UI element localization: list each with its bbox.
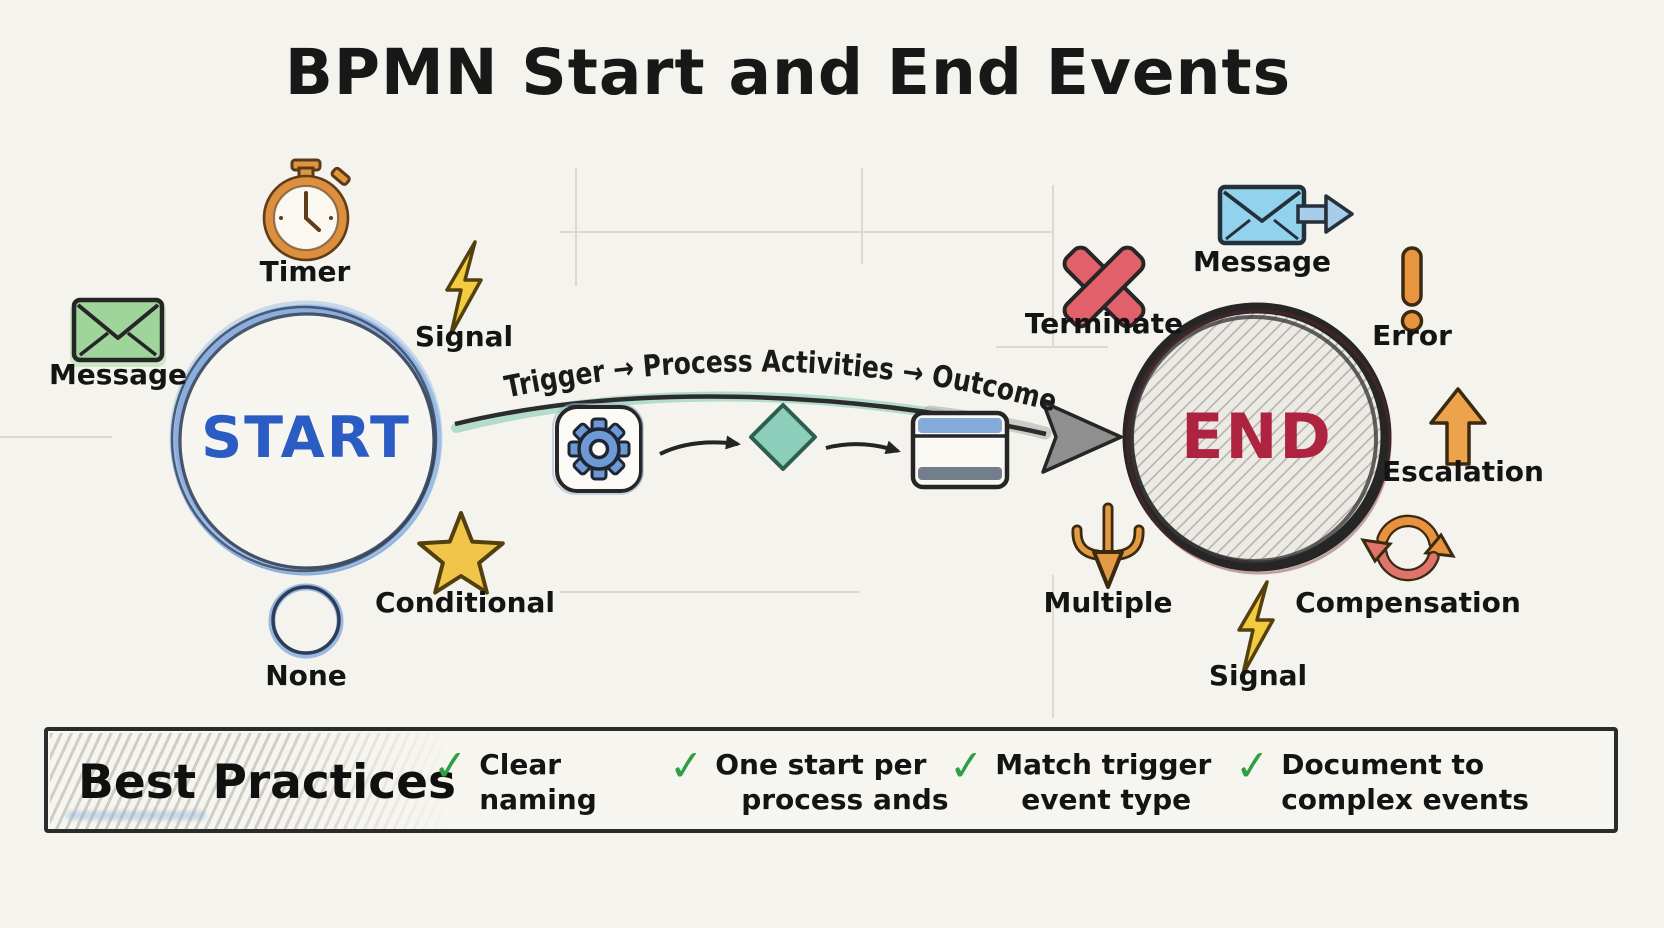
step-arrow xyxy=(659,435,741,456)
hatch-texture xyxy=(50,733,450,829)
timer-stopwatch-icon xyxy=(262,158,351,262)
error-exclamation-icon xyxy=(1400,246,1424,333)
label-compensation: Compensation xyxy=(1295,586,1521,619)
start-event-circle xyxy=(169,300,443,576)
best-practice-item: ✓ Clear naming xyxy=(431,739,597,817)
label-signal-start: Signal xyxy=(414,320,514,353)
check-icon: ✓ xyxy=(431,739,470,792)
best-practice-text: Match trigger xyxy=(995,748,1212,781)
grid-line xyxy=(1052,185,1054,348)
message-throw-envelope-icon xyxy=(1217,184,1354,246)
label-message-end: Message xyxy=(1192,245,1332,278)
page-title: BPMN Start and End Events xyxy=(284,36,1292,109)
best-practice-item: ✓ Match trigger event type xyxy=(947,739,1212,817)
blue-smudge xyxy=(66,811,206,820)
grid-line xyxy=(861,168,863,264)
label-escalation: Escalation xyxy=(1382,455,1544,488)
process-task-gear-icon xyxy=(552,403,644,495)
signal-lightning-icon xyxy=(445,240,483,336)
best-practice-item: ✓ One start per process ands xyxy=(667,739,949,817)
terminate-x-icon xyxy=(1062,245,1146,329)
signal-lightning-icon xyxy=(1237,580,1275,676)
grid-line xyxy=(996,346,1108,348)
best-practice-item: ✓ Document to complex events xyxy=(1233,739,1529,817)
check-icon: ✓ xyxy=(667,739,706,792)
start-label: START xyxy=(201,405,411,471)
grid-line xyxy=(0,436,112,438)
end-event-circle xyxy=(1122,302,1392,575)
label-timer: Timer xyxy=(259,255,351,288)
message-envelope-icon xyxy=(70,297,166,367)
check-icon: ✓ xyxy=(947,739,986,792)
best-practice-text: One start per xyxy=(715,748,927,781)
conditional-star-icon xyxy=(417,511,505,595)
best-practice-text: Document to xyxy=(1281,748,1485,781)
outcome-window-icon xyxy=(910,410,1010,490)
label-signal-end: Signal xyxy=(1208,659,1308,692)
best-practices-heading: Best Practices xyxy=(78,755,456,810)
best-practices-bar: Best Practices ✓ Clear naming ✓ One star… xyxy=(44,727,1618,833)
label-error: Error xyxy=(1372,319,1452,352)
label-none: None xyxy=(265,659,347,692)
best-practice-text: process ands xyxy=(741,783,949,816)
grid-line xyxy=(560,231,1054,233)
gateway-diamond-icon xyxy=(749,403,817,471)
grid-line xyxy=(575,168,577,286)
label-multiple: Multiple xyxy=(1043,586,1173,619)
grid-line xyxy=(560,591,860,593)
best-practice-text: event type xyxy=(1021,783,1192,816)
multiple-fork-icon xyxy=(1071,502,1145,589)
escalation-up-arrow-icon xyxy=(1429,387,1487,466)
best-practice-text: complex events xyxy=(1281,783,1529,816)
check-icon: ✓ xyxy=(1233,739,1272,792)
label-conditional: Conditional xyxy=(374,586,556,619)
none-start-circle-icon xyxy=(268,583,344,659)
end-label: END xyxy=(1181,400,1333,473)
compensation-cycle-icon xyxy=(1360,514,1456,582)
grid-line xyxy=(1052,575,1054,718)
step-arrow xyxy=(825,440,901,455)
best-practice-text: Clear xyxy=(479,748,562,781)
best-practice-text: naming xyxy=(479,783,597,816)
label-message-start: Message xyxy=(48,358,188,391)
label-terminate: Terminate xyxy=(1024,307,1184,340)
